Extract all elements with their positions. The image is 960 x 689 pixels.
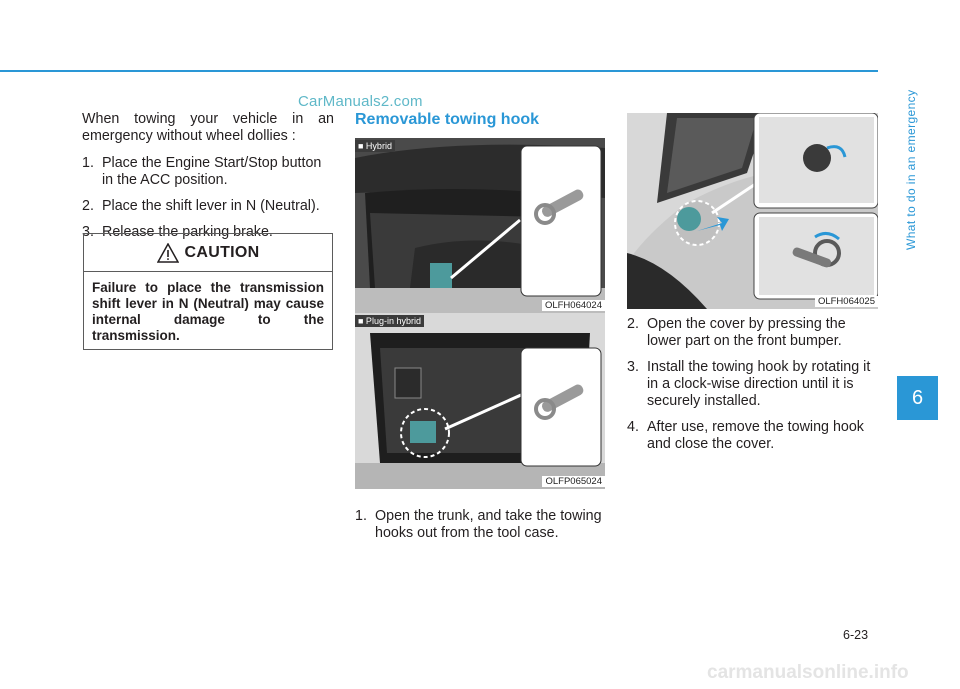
list-item: 2. Place the shift lever in N (Neutral). bbox=[82, 198, 320, 214]
towing-hook-icon bbox=[534, 189, 584, 225]
page-number: 6-23 bbox=[843, 628, 869, 642]
hybrid-trunk-illustration: ■ Hybrid OLFH064024 bbox=[355, 138, 605, 313]
watermark-footer: carmanualsonline.info bbox=[707, 662, 909, 683]
chapter-title: What to do in an emergency bbox=[904, 89, 918, 250]
warning-icon bbox=[156, 242, 179, 263]
plugin-hybrid-label: ■ Plug-in hybrid bbox=[355, 315, 424, 327]
intro-text: When towing your vehicle in an emergency… bbox=[82, 111, 334, 144]
list-item: 4. After use, remove the towing hook and… bbox=[627, 419, 864, 452]
watermark-link[interactable]: CarManuals2.com bbox=[298, 93, 423, 110]
right-column-text: 2. Open the cover by pressing the lower … bbox=[627, 316, 879, 462]
plugin-hybrid-trunk-illustration: ■ Plug-in hybrid OLFP065024 bbox=[355, 313, 605, 489]
hybrid-figure-code: OLFH064024 bbox=[541, 300, 605, 311]
bumper-figure-code: OLFH064025 bbox=[814, 296, 878, 307]
section-title: Removable towing hook bbox=[355, 111, 540, 128]
press-arrow-icon bbox=[697, 217, 729, 231]
caution-box: CAUTION Failure to place the transmissio… bbox=[83, 233, 333, 350]
front-bumper-illustration: OLFH064025 bbox=[627, 113, 878, 309]
middle-column-text: 1. Open the trunk, and take the towing h… bbox=[355, 508, 605, 551]
caution-text: Failure to place the transmission shift … bbox=[92, 280, 324, 343]
chapter-tab: 6 bbox=[897, 376, 938, 420]
tool-case bbox=[430, 263, 452, 288]
caution-title: CAUTION bbox=[184, 243, 260, 261]
caution-header: CAUTION bbox=[84, 234, 332, 272]
hybrid-label: ■ Hybrid bbox=[355, 140, 395, 152]
list-item: 3. Install the towing hook by rotating i… bbox=[627, 359, 871, 409]
tool-case bbox=[410, 421, 436, 443]
towing-hook-icon bbox=[534, 384, 584, 420]
bumper-cover-icon bbox=[803, 144, 831, 172]
list-item: 3. Release the parking brake. bbox=[82, 224, 273, 240]
list-item: 1. Place the Engine Start/Stop button in… bbox=[82, 155, 322, 188]
header-rule bbox=[0, 70, 878, 72]
plugin-hybrid-figure-code: OLFP065024 bbox=[542, 476, 605, 487]
towing-hook-rotate-icon bbox=[792, 232, 841, 268]
left-column: When towing your vehicle in an emergency… bbox=[82, 111, 334, 250]
list-item: 2. Open the cover by pressing the lower … bbox=[627, 316, 846, 349]
list-item: 1. Open the trunk, and take the towing h… bbox=[355, 508, 602, 541]
